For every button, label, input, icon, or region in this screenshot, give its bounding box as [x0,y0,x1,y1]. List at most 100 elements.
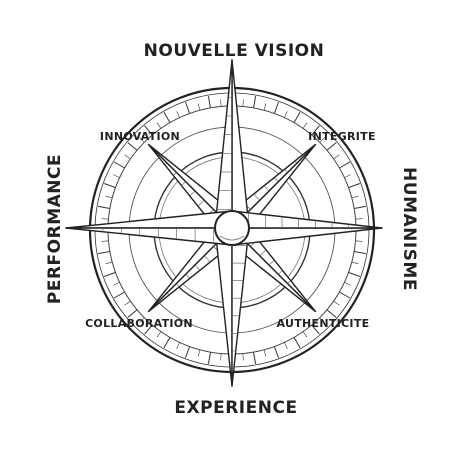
dial-tick [163,337,171,349]
dial-tick [105,261,113,265]
star-point-northwest-hatch [181,181,186,186]
dial-tick [273,346,279,358]
dial-tick [354,205,366,209]
dial-tick [284,111,288,118]
dial-tick [113,174,120,178]
dial-tick [113,161,125,169]
star-point-southwest-hatch [194,264,201,271]
dial-tick [104,271,116,277]
dial-tick [242,99,244,107]
dial-tick [127,142,138,151]
dial-tick [263,103,267,111]
dial-tick [101,240,109,242]
dial-tick [242,353,244,361]
compass-star [65,59,383,387]
star-point-southwest-hatch [176,283,180,287]
dial-tick [253,352,257,364]
star-point-northwest-hatch [197,199,205,207]
star-point-southeast-hatch [296,290,300,294]
dial-tick [113,291,125,299]
dial-tick [293,337,301,349]
center-hub-shading [219,235,245,241]
dial-tick [311,125,320,136]
dial-tick [176,111,180,118]
dial-tick [348,183,360,189]
dial-tick [163,111,171,123]
dial-tick [293,111,301,123]
star-point-northwest-hatch [164,162,168,166]
dial-tick [127,309,138,318]
star-point-northeast-hatch [304,152,307,155]
star-point-southwest-hatch [185,274,190,279]
star-point-southwest-hatch [166,292,170,296]
star-point-southeast-hatch [305,300,308,303]
dial-tick [339,161,351,169]
star-point-southeast-hatch [259,249,267,257]
star-point-northeast-hatch [263,185,270,192]
star-point-southeast-hatch [287,280,291,284]
label-south: EXPERIENCE [174,398,297,418]
dial-tick [253,96,257,108]
dial-tick [319,317,325,323]
dial-tick [355,240,363,242]
dial-tick [302,331,308,338]
dial-tick [139,317,145,323]
dial-tick [207,352,211,364]
star-point-northwest-hatch [156,153,159,156]
dial-tick [354,251,366,255]
star-point-southwest-hatch [203,255,211,263]
dial-tick [124,154,131,160]
star-point-southeast-hatch [278,270,283,275]
dial-tick [139,137,145,143]
dial-tick [284,342,288,349]
dial-tick [144,324,153,335]
star-point-southwest-hatch [157,301,160,304]
dial-tick [348,271,360,277]
dial-tick [311,324,320,335]
dial-tick [351,261,359,265]
dial-tick [326,309,337,318]
dial-tick [319,137,325,143]
dial-tick [344,174,351,178]
dial-tick [326,142,337,151]
dial-tick [333,154,340,160]
dial-tick [124,300,131,306]
star-point-east-dark-half [231,210,383,229]
dial-tick [220,99,222,107]
dial-tick [302,122,308,129]
dial-tick [197,103,201,111]
dial-tick [98,205,110,209]
dial-tick [185,346,191,358]
dial-tick [101,218,109,220]
label-southwest: COLLABORATION [85,317,193,330]
label-southeast: AUTHENTICITE [277,317,370,330]
dial-tick [220,353,222,361]
dial-tick [98,251,110,255]
label-northwest: INNOVATION [100,130,180,143]
dial-tick [263,349,267,357]
dial-tick [176,342,180,349]
star-point-southeast-hatch [268,259,275,266]
dial-tick [344,282,351,286]
star-point-northeast-hatch [284,169,288,173]
center-hub [214,210,250,246]
star-point-north-dark-half [214,59,233,229]
star-point-northwest-hatch [189,190,196,197]
dial-tick [144,125,153,136]
dial-tick [339,291,351,299]
dial-tick [273,102,279,114]
star-point-northeast-hatch [294,160,298,164]
star-point-northwest-hatch [173,172,177,176]
dial-tick [105,195,113,199]
star-point-east-light-half [231,227,383,246]
dial-tick [113,282,120,286]
dial-tick [156,331,162,338]
dial-tick [156,122,162,129]
star-point-northeast-hatch [274,177,279,182]
label-west: PERFORMANCE [45,154,65,304]
label-east: HUMANISME [399,167,419,291]
dial-tick [333,300,340,306]
dial-tick [207,96,211,108]
star-point-northeast-hatch [253,193,261,201]
